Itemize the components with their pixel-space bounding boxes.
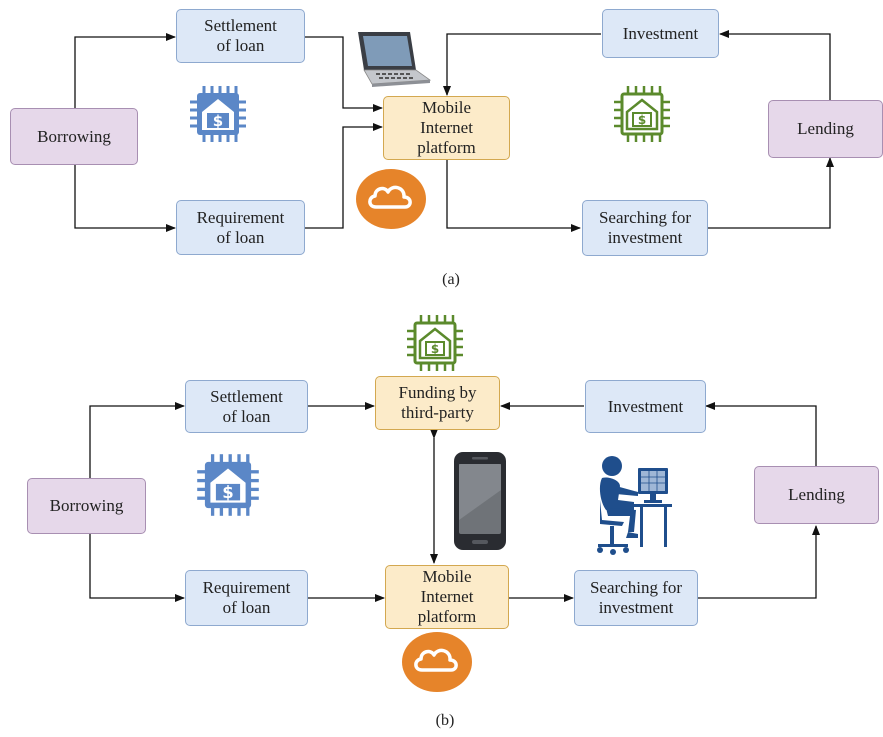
arrow-settlement-to-platform-a [305,36,383,112]
svg-text:$: $ [638,113,646,127]
arrow-borrowing-to-requirement-a [74,165,176,232]
blue-bank-chip-icon: $ [197,454,259,516]
settlement-box-b: Settlement of loan [185,380,308,433]
borrowing-box-a: Borrowing [10,108,138,165]
cloud-icon [402,632,472,692]
arrow-borrowing-to-settlement-b [89,402,185,478]
lending-box-b: Lending [754,466,879,524]
laptop-icon [358,32,432,87]
person-at-computer-icon [597,456,672,555]
svg-text:$: $ [222,483,233,502]
requirement-box-a: Requirement of loan [176,200,305,255]
searching-box-b: Searching for investment [574,570,698,626]
arrow-searching-to-lending-b [698,525,820,599]
funding-box-b: Funding by third-party [375,376,500,430]
cloud-icon [356,169,426,229]
requirement-box-b: Requirement of loan [185,570,308,626]
borrowing-box-b: Borrowing [27,478,146,534]
settlement-box-a: Settlement of loan [176,9,305,63]
caption-a: (a) [442,271,460,288]
green-bank-chip-icon: $ [407,315,463,371]
platform-box-b: Mobile Internet platform [385,565,509,629]
investment-box-b: Investment [585,380,706,433]
arrow-lending-to-investment-b [705,402,817,466]
svg-text:$: $ [431,342,439,356]
arrow-requirement-to-platform-a [305,123,383,229]
arrow-borrowing-to-settlement-a [74,33,176,108]
arrow-platform-to-searching-a [446,160,581,232]
smartphone-icon [454,452,506,550]
blue-bank-chip-icon: $ [190,86,246,142]
arrow-investment-to-platform-a [443,33,601,96]
platform-box-a: Mobile Internet platform [383,96,510,160]
searching-box-a: Searching for investment [582,200,708,256]
investment-box-a: Investment [602,9,719,58]
green-bank-chip-icon: $ [614,86,670,142]
caption-b: (b) [435,712,455,729]
svg-text:$: $ [213,112,223,130]
arrow-lending-to-investment-a [719,30,831,100]
lending-box-a: Lending [768,100,883,158]
arrow-searching-to-lending-a [708,157,834,229]
arrow-borrowing-to-requirement-b [89,534,185,602]
